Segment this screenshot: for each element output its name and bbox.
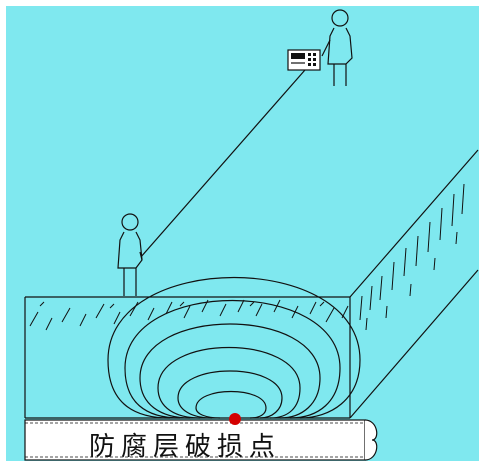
field-ring-3 xyxy=(139,323,321,419)
field-ring-1 xyxy=(107,276,361,419)
pipeline xyxy=(24,419,378,461)
field-ring-4 xyxy=(157,346,301,419)
side-hatching xyxy=(359,183,465,331)
detector-box-icon xyxy=(287,49,321,71)
operator-far xyxy=(321,9,353,86)
detection-cable xyxy=(139,61,313,259)
damage-point-marker xyxy=(229,413,241,425)
field-ring-5 xyxy=(177,370,283,419)
signal-field-rings xyxy=(107,276,361,419)
field-ring-6 xyxy=(195,391,267,419)
pipe-label: 防腐层破损点 xyxy=(88,432,281,462)
field-ring-2 xyxy=(124,299,341,419)
ground-block xyxy=(24,149,479,419)
operator-near xyxy=(117,213,143,296)
